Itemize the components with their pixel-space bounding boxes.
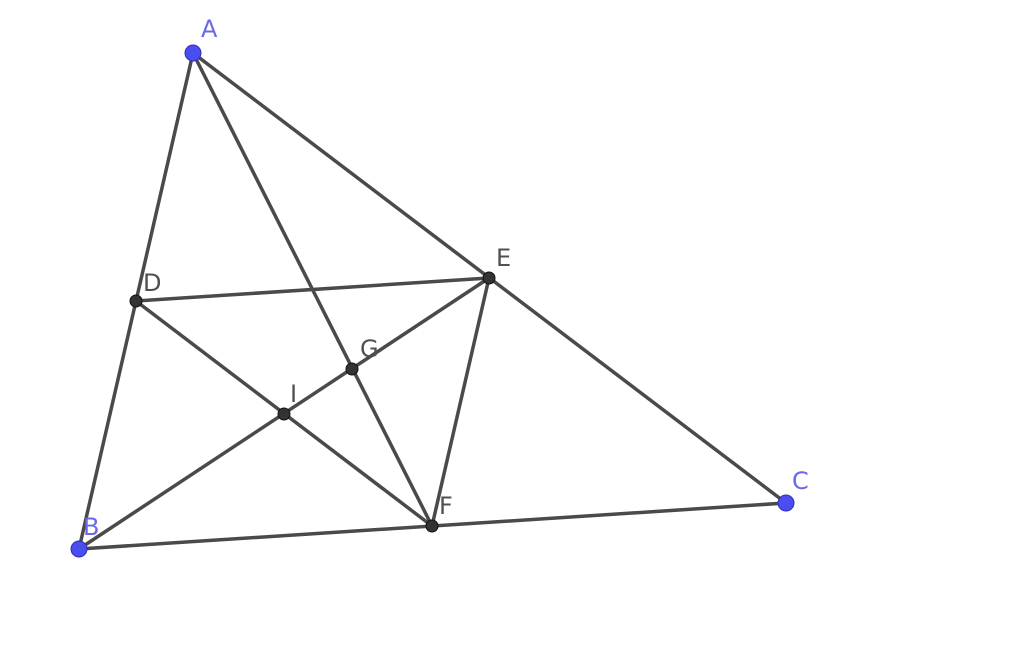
point-A[interactable] xyxy=(184,44,202,62)
label-F: F xyxy=(439,492,453,520)
label-A: A xyxy=(201,15,218,43)
points-layer xyxy=(70,44,795,558)
label-E: E xyxy=(496,244,511,272)
label-G: G xyxy=(360,335,379,363)
point-I xyxy=(277,407,291,421)
segment-EF xyxy=(430,276,491,528)
point-D xyxy=(129,294,143,308)
point-F xyxy=(425,519,439,533)
segments-layer xyxy=(77,51,788,551)
point-B[interactable] xyxy=(70,540,88,558)
label-C: C xyxy=(792,467,809,495)
labels-layer: A B C D E F G I xyxy=(83,15,809,541)
label-I: I xyxy=(290,380,297,408)
label-B: B xyxy=(83,513,99,541)
point-G xyxy=(345,362,359,376)
label-D: D xyxy=(143,269,161,297)
point-C[interactable] xyxy=(777,494,795,512)
point-E xyxy=(482,271,496,285)
segment-AF xyxy=(191,51,434,528)
